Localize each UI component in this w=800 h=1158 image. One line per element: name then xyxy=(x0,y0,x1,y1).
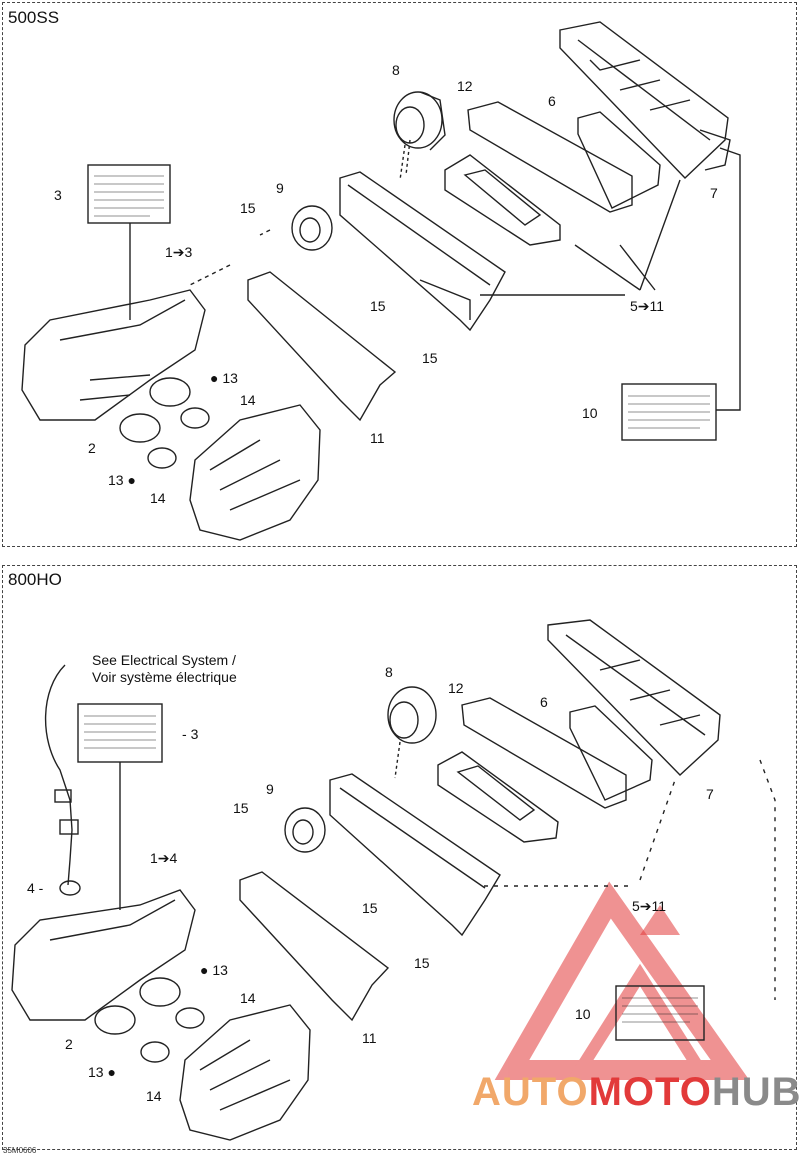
wire-harness-800ho xyxy=(44,664,81,896)
airbox-base-800ho xyxy=(11,889,196,1021)
callout-11: 11 xyxy=(362,1030,377,1046)
callout-13-text: 13 xyxy=(212,962,228,978)
callout-14: 14 xyxy=(150,490,166,506)
callout-2: 2 xyxy=(65,1036,73,1052)
watermark-triangle xyxy=(494,881,750,1080)
ring-9-800ho xyxy=(284,807,326,853)
callout-15: 15 xyxy=(240,200,256,216)
panel-title-500ss: 500SS xyxy=(8,8,60,27)
panel-11-500ss xyxy=(247,271,397,422)
diagram-panel-500ss xyxy=(2,2,797,547)
callout-10: 10 xyxy=(575,1006,591,1022)
callout-2: 2 xyxy=(88,440,96,456)
callout-13: ● 13 xyxy=(200,962,228,978)
callout-3-text: 3 xyxy=(190,726,199,742)
pad-12-500ss xyxy=(467,101,633,213)
callout-15: 15 xyxy=(362,900,378,916)
callout-13: 13 ● xyxy=(108,472,136,488)
callout-13-text: 13 xyxy=(108,472,124,488)
callout-8: 8 xyxy=(392,62,400,78)
callout-12: 12 xyxy=(448,680,464,696)
callout-12: 12 xyxy=(457,78,473,94)
panel-11-800ho xyxy=(239,871,390,1022)
callout-11: 11 xyxy=(370,430,385,446)
callout-1-4: 1➔4 xyxy=(150,850,178,866)
callout-9: 9 xyxy=(276,180,284,196)
callout-15: 15 xyxy=(422,350,438,366)
callout-8: 8 xyxy=(385,664,393,680)
airbox-cover-800ho xyxy=(329,773,501,937)
callout-15: 15 xyxy=(414,955,430,971)
callout-13: 13 ● xyxy=(88,1064,116,1080)
caution-decal-3-500ss xyxy=(87,164,171,224)
callout-13-text: 13 xyxy=(222,370,238,386)
callout-5-11: 5➔11 xyxy=(630,298,665,314)
callout-3: 3 xyxy=(54,187,62,203)
callout-14: 14 xyxy=(240,990,256,1006)
caution-decal-10-800ho xyxy=(615,985,705,1041)
gasket-frame-800ho xyxy=(437,751,559,843)
callout-6: 6 xyxy=(540,694,548,710)
diagram-panel-800ho xyxy=(2,565,797,1150)
watermark-part3: HUB xyxy=(711,1070,800,1114)
electrical-note-line1: See Electrical System / xyxy=(92,652,236,668)
gasket-frame-500ss xyxy=(444,154,561,246)
callout-7: 7 xyxy=(710,185,718,201)
intake-8-500ss xyxy=(393,91,446,151)
callout-5-11: 5➔11 xyxy=(632,898,667,914)
watermark-part2: MOTO xyxy=(588,1070,712,1114)
silencer-top-500ss xyxy=(559,21,731,179)
callout-3: - 3 xyxy=(182,726,199,742)
caution-decal-3-800ho xyxy=(77,703,163,763)
caution-decal-10-500ss xyxy=(621,383,717,441)
engine-500ss xyxy=(189,404,321,541)
boots-2-800ho xyxy=(94,977,205,1063)
callout-1-3: 1➔3 xyxy=(165,244,193,260)
electrical-note-line2: Voir système électrique xyxy=(92,669,237,685)
engine-800ho xyxy=(179,1004,311,1141)
callout-15: 15 xyxy=(233,800,249,816)
pad-6-500ss xyxy=(577,111,661,209)
pad-6-800ho xyxy=(569,705,653,801)
intake-8-800ho xyxy=(387,686,437,744)
pad-12-800ho xyxy=(461,697,627,809)
callout-14: 14 xyxy=(146,1088,162,1104)
callout-4-text: 4 xyxy=(27,880,35,896)
callout-6: 6 xyxy=(548,93,556,109)
airbox-cover-500ss xyxy=(339,171,506,332)
callout-7: 7 xyxy=(706,786,714,802)
callout-13: ● 13 xyxy=(210,370,238,386)
airbox-base-500ss xyxy=(21,289,206,421)
figure-code: 35M0606 xyxy=(3,1146,37,1155)
boots-2-500ss xyxy=(119,377,210,469)
watermark-logo: AUTOMOTOHUB xyxy=(472,1070,800,1115)
ring-9-500ss xyxy=(291,205,333,251)
callout-13-text: 13 xyxy=(88,1064,104,1080)
callout-9: 9 xyxy=(266,781,274,797)
callout-15: 15 xyxy=(370,298,386,314)
watermark-part1: AUTO xyxy=(472,1070,589,1114)
callout-14: 14 xyxy=(240,392,256,408)
panel-title-800ho: 800HO xyxy=(8,570,62,589)
callout-4: 4 - xyxy=(27,880,44,896)
silencer-top-800ho xyxy=(547,619,721,776)
callout-10: 10 xyxy=(582,405,598,421)
